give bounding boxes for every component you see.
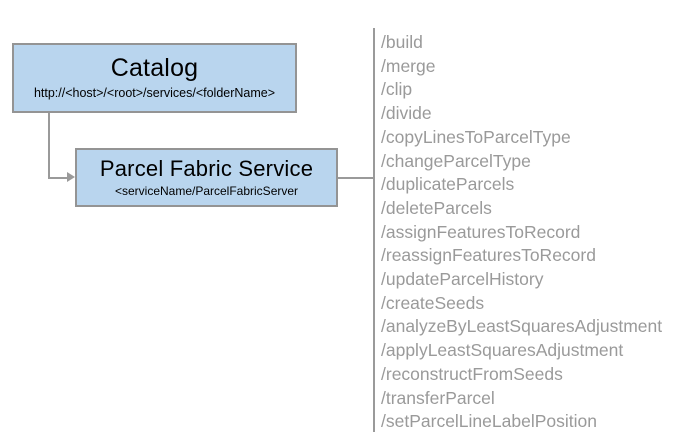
- catalog-node-title: Catalog: [110, 53, 199, 82]
- catalog-to-service-connector-horizontal: [48, 177, 70, 179]
- operation-item: /transferParcel: [381, 387, 495, 408]
- arrowhead-icon: [67, 172, 75, 182]
- operation-item: /changeParcelType: [381, 150, 531, 171]
- operation-item: /reassignFeaturesToRecord: [381, 245, 596, 266]
- operation-item: /copyLinesToParcelType: [381, 126, 571, 147]
- operation-item: /divide: [381, 103, 432, 124]
- operation-item: /analyzeByLeastSquaresAdjustment: [381, 316, 663, 337]
- parcel-fabric-service-node: Parcel Fabric Service <serviceName/Parce…: [75, 148, 338, 207]
- operation-item: /deleteParcels: [381, 197, 492, 218]
- service-to-operations-connector: [338, 177, 374, 179]
- operation-item: /clip: [381, 79, 413, 100]
- catalog-node-url: http://<host>/<root>/services/<folderNam…: [33, 86, 276, 101]
- operations-list: /build /merge /clip /divide /copyLinesTo…: [381, 31, 681, 434]
- operation-item: /duplicateParcels: [381, 174, 515, 195]
- service-node-path: <serviceName/ParcelFabricServer: [114, 183, 299, 198]
- operation-item: /createSeeds: [381, 292, 485, 313]
- operation-item: /merge: [381, 55, 436, 76]
- service-node-title: Parcel Fabric Service: [99, 156, 314, 182]
- operation-item: /assignFeaturesToRecord: [381, 221, 581, 242]
- catalog-node: Catalog http://<host>/<root>/services/<f…: [12, 43, 297, 113]
- operation-item: /setParcelLineLabelPosition: [381, 411, 597, 432]
- operation-item: /updateParcelHistory: [381, 269, 544, 290]
- operation-item: /applyLeastSquaresAdjustment: [381, 340, 624, 361]
- operation-item: /build: [381, 32, 423, 52]
- operations-divider-line: [373, 28, 375, 432]
- catalog-to-service-connector-vertical: [48, 113, 50, 178]
- operation-item: /reconstructFromSeeds: [381, 363, 563, 384]
